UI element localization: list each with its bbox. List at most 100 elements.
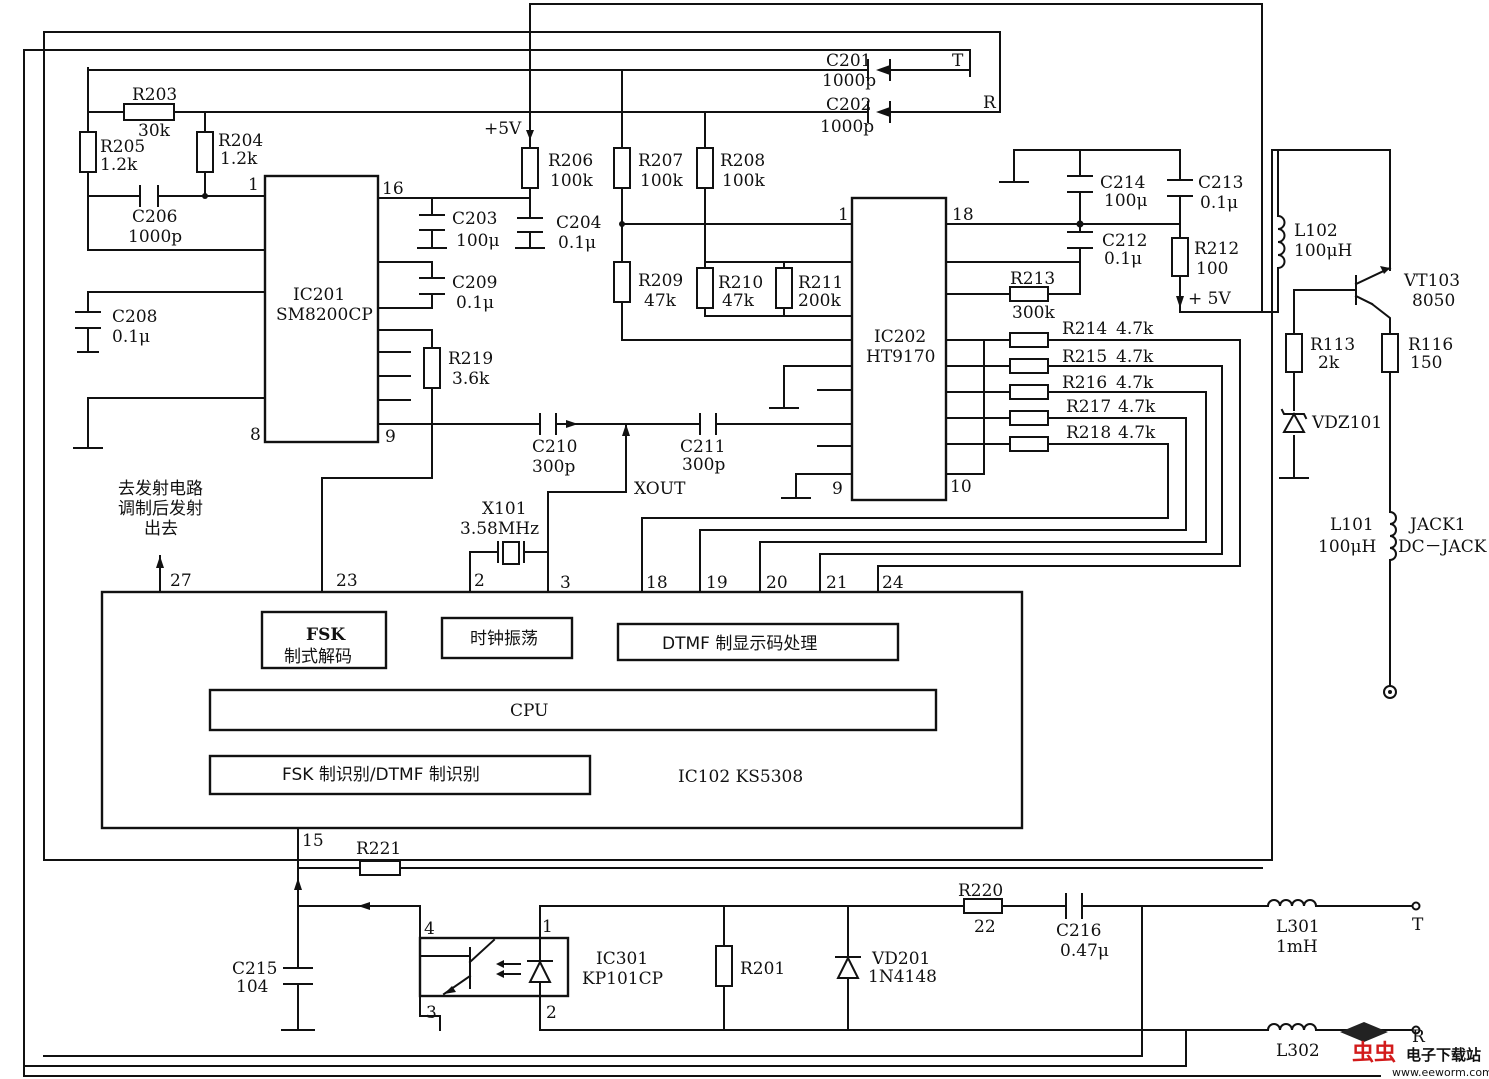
- ic202-name: IC202: [874, 327, 926, 347]
- r206-val: 100k: [550, 171, 593, 191]
- ic102-pin18: 18: [646, 573, 668, 593]
- r215-body: [1009, 358, 1049, 374]
- r210-ref: R210: [718, 273, 763, 293]
- vd201-val: 1N4148: [868, 967, 937, 987]
- power-5v-right: + 5V: [1188, 289, 1231, 309]
- ic102-pin20: 20: [766, 573, 788, 593]
- c215-val: 104: [236, 977, 268, 997]
- clock-label: 时钟振荡: [470, 629, 538, 649]
- c213-ref: C213: [1198, 173, 1243, 193]
- cpu-label: CPU: [510, 701, 548, 721]
- ic301-pin2: 2: [546, 1003, 557, 1023]
- c202-val: 1000p: [820, 117, 874, 137]
- c213-val: 0.1μ: [1200, 193, 1238, 213]
- inductors: [1266, 214, 1397, 1032]
- ic102-pin21: 21: [826, 573, 848, 593]
- c209-val: 0.1μ: [456, 293, 494, 313]
- c203-ref: C203: [452, 209, 497, 229]
- l301-ref: L301: [1276, 917, 1320, 937]
- r220-body: [963, 898, 1003, 914]
- c202-ref: C202: [826, 95, 871, 115]
- vdz101-symbol: [1282, 411, 1306, 433]
- ic202-pin10: 10: [950, 477, 972, 497]
- r207-ref: R207: [638, 151, 683, 171]
- fsk-decode-box: [260, 610, 388, 670]
- r219-val: 3.6k: [452, 369, 490, 389]
- capacitors: [75, 59, 1193, 985]
- resistors: [79, 103, 1399, 987]
- ic201-pin8: 8: [250, 425, 261, 445]
- l102-ref: L102: [1294, 221, 1338, 241]
- l301-val: 1mH: [1276, 937, 1318, 957]
- r206-ref: R206: [548, 151, 593, 171]
- r212-body: [1171, 237, 1189, 277]
- r217-val: 4.7k: [1118, 397, 1156, 417]
- r206-body: [521, 147, 539, 189]
- fsk-decode-l2: 制式解码: [284, 647, 352, 667]
- r209-body: [613, 261, 631, 303]
- x101-ref: X101: [482, 499, 527, 519]
- watermark-logo: 虫虫: [1352, 1040, 1396, 1066]
- r211-ref: R211: [798, 273, 843, 293]
- ic201-pin1: 1: [248, 175, 259, 195]
- vt103-ref: VT103: [1403, 271, 1460, 291]
- r205-ref: R205: [100, 137, 145, 157]
- clock-box: [440, 616, 574, 660]
- r204-body: [196, 131, 214, 173]
- c210-ref: C210: [532, 437, 577, 457]
- ic201-box: [263, 174, 380, 444]
- power-5v-top: +5V: [484, 119, 522, 139]
- r209-ref: R209: [638, 271, 683, 291]
- ic201-pin16: 16: [382, 179, 404, 199]
- r213-body: [1009, 286, 1049, 302]
- r207-body: [613, 147, 631, 189]
- r205-body: [79, 131, 97, 173]
- r212-val: 100: [1196, 259, 1228, 279]
- r208-body: [696, 147, 714, 189]
- l101-val: 100μH: [1318, 537, 1376, 557]
- terminal-r-bottom: [1411, 1025, 1421, 1035]
- c211-ref: C211: [680, 437, 725, 457]
- r212-ref: R212: [1194, 239, 1239, 259]
- ic102-pin27: 27: [170, 571, 192, 591]
- jack1-ref: JACK1: [1408, 515, 1466, 535]
- c210-val: 300p: [532, 457, 575, 477]
- transmit-note-l2: 调制后发射: [118, 499, 203, 519]
- x101-body: [502, 541, 520, 565]
- r216-ref: R216: [1062, 373, 1107, 393]
- vt103-symbol: [1354, 266, 1392, 306]
- r113-val: 2k: [1318, 353, 1340, 373]
- ic201-pin9: 9: [385, 427, 396, 447]
- ic102-pin24: 24: [882, 573, 904, 593]
- ic301-pin4: 4: [424, 919, 435, 939]
- l302-ref: L302: [1276, 1041, 1320, 1061]
- r205-val: 1.2k: [100, 155, 138, 175]
- ic301-pin1: 1: [542, 917, 553, 937]
- c211-val: 300p: [682, 455, 725, 475]
- r221-body: [359, 860, 401, 876]
- r208-ref: R208: [720, 151, 765, 171]
- r213-ref: R213: [1010, 269, 1055, 289]
- c214-ref: C214: [1100, 173, 1145, 193]
- dtmf-display-box: [616, 622, 900, 662]
- dtmf-display-label: DTMF 制显示码处理: [662, 634, 817, 654]
- l101-coil: [1388, 510, 1397, 562]
- r208-val: 100k: [722, 171, 765, 191]
- r218-ref: R218: [1066, 423, 1111, 443]
- r219-body: [423, 347, 441, 389]
- vdz101-ref: VDZ101: [1311, 413, 1382, 433]
- c206-ref: C206: [132, 207, 177, 227]
- c216-ref: C216: [1056, 921, 1101, 941]
- ic301-part: KP101CP: [582, 969, 663, 989]
- ic102-pin15: 15: [302, 831, 324, 851]
- c208-val: 0.1μ: [112, 327, 150, 347]
- recog-box: [208, 754, 592, 796]
- vt103-val: 8050: [1412, 291, 1455, 311]
- r203-val: 30k: [138, 121, 171, 141]
- l101-ref: L101: [1330, 515, 1374, 535]
- ic301-pin3: 3: [426, 1003, 437, 1023]
- r216-body: [1009, 384, 1049, 400]
- r214-val: 4.7k: [1116, 319, 1154, 339]
- c201-ref: C201: [826, 51, 871, 71]
